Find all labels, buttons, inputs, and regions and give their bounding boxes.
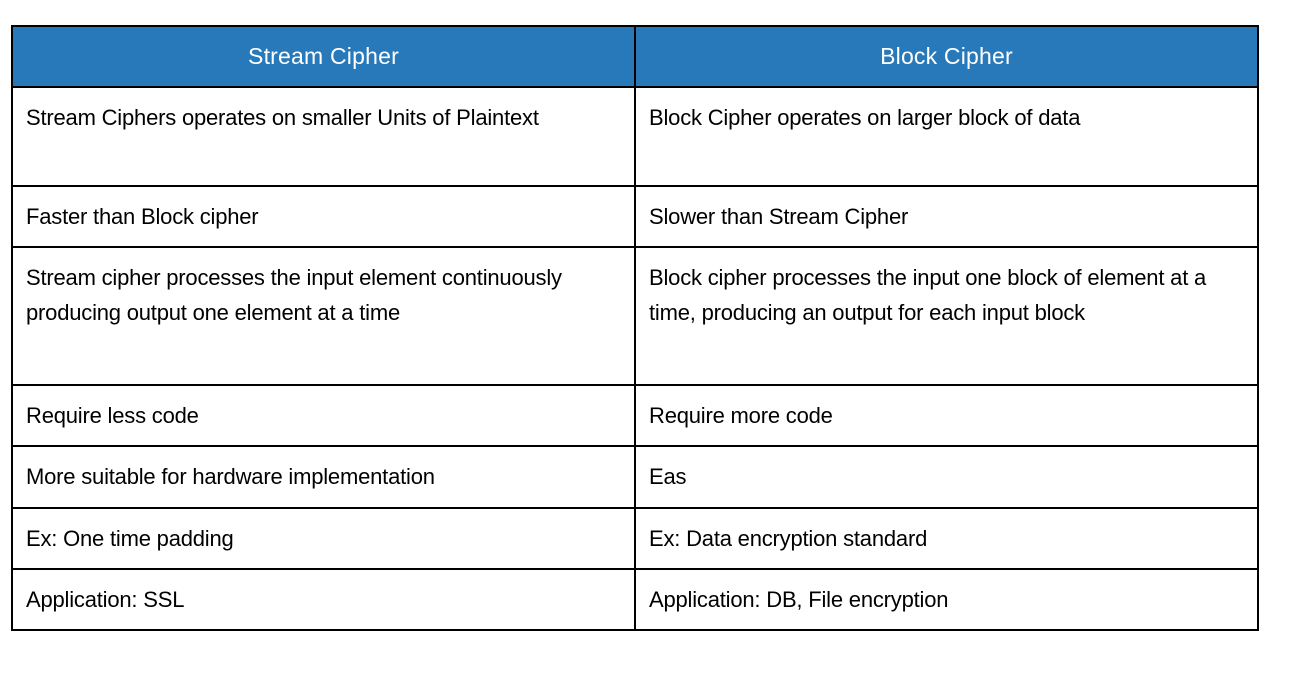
cell-stream-processing: Stream cipher processes the input elemen… [11,246,636,386]
cipher-comparison-table: Stream Cipher Block Cipher Stream Cipher… [11,25,1259,631]
cell-stream-example: Ex: One time padding [11,507,636,570]
cell-block-application: Application: DB, File encryption [634,568,1259,631]
table-row: Stream cipher processes the input elemen… [11,246,1259,386]
table-header-row: Stream Cipher Block Cipher [11,25,1259,88]
cell-block-speed: Slower than Stream Cipher [634,185,1259,248]
cell-stream-application: Application: SSL [11,568,636,631]
table-row: More suitable for hardware implementatio… [11,445,1259,509]
cell-stream-suitability: More suitable for hardware implementatio… [11,445,636,509]
cell-block-code: Require more code [634,384,1259,447]
table-row: Require less code Require more code [11,384,1259,447]
cell-stream-speed: Faster than Block cipher [11,185,636,248]
cell-stream-code: Require less code [11,384,636,447]
cell-stream-units: Stream Ciphers operates on smaller Units… [11,86,636,187]
cell-block-example: Ex: Data encryption standard [634,507,1259,570]
table-row: Stream Ciphers operates on smaller Units… [11,86,1259,187]
column-header-stream-cipher: Stream Cipher [11,25,636,88]
cell-block-suitability: Eas [634,445,1259,509]
table-row: Ex: One time padding Ex: Data encryption… [11,507,1259,570]
table-row: Application: SSL Application: DB, File e… [11,568,1259,631]
column-header-block-cipher: Block Cipher [634,25,1259,88]
table-row: Faster than Block cipher Slower than Str… [11,185,1259,248]
cell-block-processing: Block cipher processes the input one blo… [634,246,1259,386]
cell-block-units: Block Cipher operates on larger block of… [634,86,1259,187]
